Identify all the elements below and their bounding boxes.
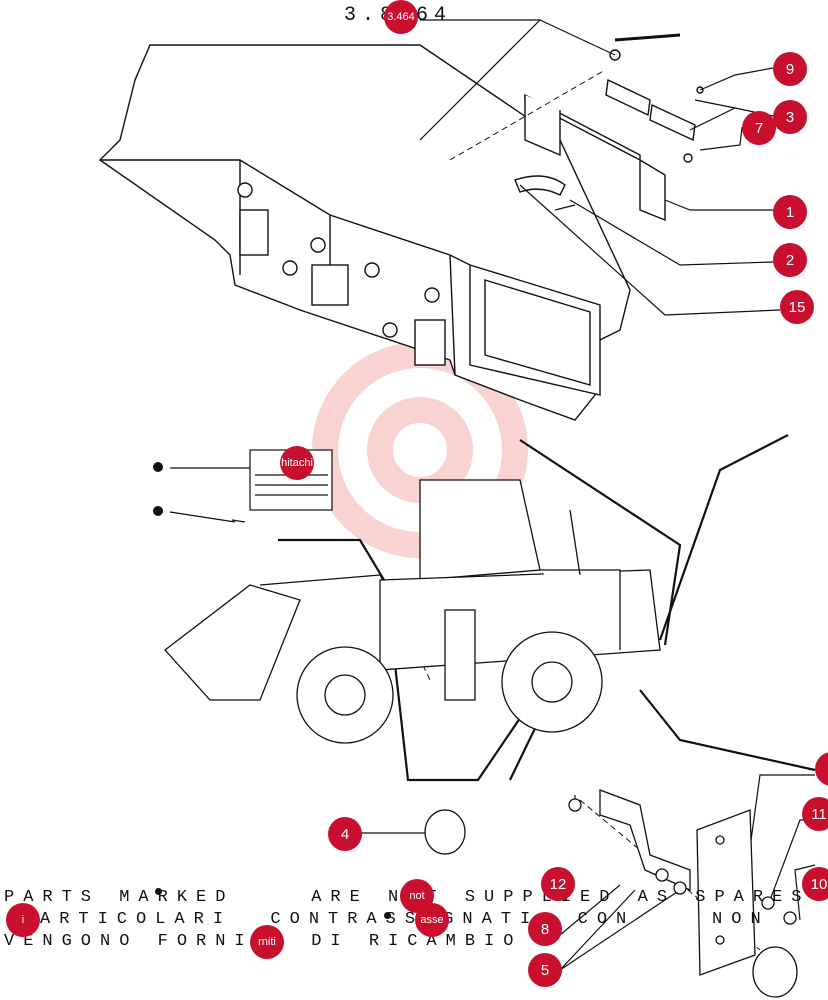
bullet-dot	[153, 462, 163, 472]
callout-3: 3	[773, 100, 807, 134]
callout-5: 5	[528, 953, 562, 987]
leader-lines	[169, 19, 816, 971]
callout-10: 10	[802, 867, 828, 901]
callout-4: 4	[328, 817, 362, 851]
note-line-italian: ARTICOLARI CONTRASSEGNATI CON NON	[40, 910, 770, 929]
callout-partial-right	[815, 752, 828, 786]
bullet-dot	[384, 912, 391, 919]
callout-i: i	[6, 903, 40, 937]
wheel-loader-drawing	[164, 479, 661, 744]
callout-9: 9	[773, 52, 807, 86]
callout-1: 1	[773, 195, 807, 229]
callout-8: 8	[528, 912, 562, 946]
callout-rniti: rniti	[250, 925, 284, 959]
callout-12: 12	[541, 867, 575, 901]
callout-hitachi: hitachi	[280, 446, 314, 480]
callout-not: not	[400, 879, 434, 913]
callout-page: 3.464	[384, 0, 418, 34]
bracket-assembly	[514, 33, 704, 222]
callout-asse: asse	[415, 903, 449, 937]
callout-7: 7	[742, 111, 776, 145]
bullet-dot	[153, 506, 163, 516]
callout-15: 15	[780, 290, 814, 324]
bullet-dot	[155, 888, 162, 895]
counterweight-drawing	[98, 44, 631, 421]
callout-2: 2	[773, 243, 807, 277]
callout-11: 11	[802, 797, 828, 831]
reflector-parts	[424, 789, 798, 998]
